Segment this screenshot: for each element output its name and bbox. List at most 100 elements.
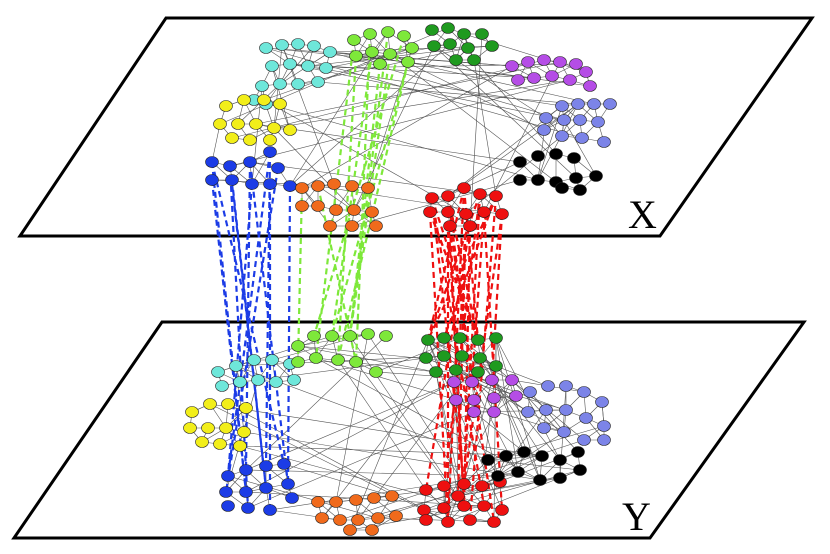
layer-y-dense-edge (495, 337, 541, 481)
layer-y-node-darkgreen (471, 334, 485, 346)
layer-y-node-blue (239, 464, 253, 476)
layer-x-node-blue (225, 174, 239, 186)
layer-x-node-cyan (301, 60, 315, 72)
layer-x-node-orange (345, 220, 359, 232)
layer-x-edge (317, 81, 579, 105)
layer-y-node-periwinkle (557, 426, 571, 438)
layer-y-node-purple (447, 376, 461, 388)
layer-y-node-darkgreen (429, 366, 443, 378)
layer-y-node-orange (333, 514, 347, 526)
red-inter-layer-link (470, 211, 486, 383)
layer-y-node-cyan (251, 374, 265, 386)
layer-y-node-darkgreen (437, 350, 451, 362)
layer-x-node-purple (527, 72, 541, 84)
layer-y-edge (243, 431, 541, 481)
lime-inter-layer-link (348, 53, 392, 337)
layer-y-node-yellow (219, 422, 233, 434)
layer-x-edge (237, 83, 281, 125)
layer-x-node-cyan (273, 78, 287, 90)
layer-y-node-lime (325, 330, 339, 342)
layer-x-node-blue (205, 156, 219, 168)
red-inter-layer-link (462, 213, 504, 485)
layer-x-edge (301, 65, 513, 189)
layer-x-node-cyan (323, 46, 337, 58)
layer-x-node-yellow (237, 94, 251, 106)
layer-x-node-periwinkle (597, 136, 611, 148)
layer-y-edge (349, 335, 465, 507)
layer-x-edge (229, 79, 571, 167)
layer-y-edge (367, 333, 465, 485)
layer-x-node-lime (365, 46, 379, 58)
layer-y-node-darkgreen (489, 332, 503, 344)
layer-x-node-periwinkle (573, 114, 587, 126)
blue-inter-layer-link (210, 161, 286, 465)
layer-y-node-darkgreen (453, 332, 467, 344)
layer-y-node-red (495, 504, 509, 516)
layer-x-node-lime (363, 28, 377, 40)
layer-x-node-yellow (243, 134, 257, 146)
layer-y-node-periwinkle (541, 380, 555, 392)
layer-y-node-red (477, 500, 491, 512)
layer-x-node-periwinkle (571, 98, 585, 110)
layer-y-edge (349, 339, 429, 531)
layer-y-node-periwinkle (521, 406, 535, 418)
layer-x-node-red (441, 206, 455, 218)
layer-y-node-lime (343, 330, 357, 342)
layer-x-node-darkgreen (475, 28, 489, 40)
layer-x-node-yellow (225, 132, 239, 144)
layer-y-node-yellow (203, 398, 217, 410)
layer-x-node-periwinkle (555, 130, 569, 142)
lime-inter-layer-link (348, 63, 382, 337)
layer-x-node-lime (349, 50, 363, 62)
layer-x-node-yellow (231, 118, 245, 130)
layer-y-edge (297, 345, 437, 373)
layer-y-dense-edge (423, 509, 495, 523)
layer-x-edge (253, 99, 539, 181)
red-inter-layer-link (430, 197, 480, 341)
layer-x-node-yellow (219, 100, 233, 112)
layer-y-node-cyan (211, 366, 225, 378)
blue-inter-layer-link (230, 179, 268, 489)
layer-x-edge (289, 43, 451, 187)
red-inter-layer-link (446, 195, 480, 341)
layer-x-node-cyan (291, 38, 305, 50)
layer-y-node-periwinkle (539, 404, 553, 416)
layer-y-node-periwinkle (537, 422, 551, 434)
red-inter-layer-link (426, 193, 482, 341)
layer-y-node-orange (311, 496, 325, 508)
layer-y-node-black (511, 466, 525, 478)
layer-y-edge (257, 357, 427, 381)
layer-x-edge (389, 53, 557, 183)
layer-y-node-orange (367, 492, 381, 504)
layer-x-node-blue (223, 160, 237, 172)
layer-y-node-darkgreen (471, 366, 485, 378)
layer-x-edge (211, 123, 221, 163)
layer-x-node-darkgreen (425, 24, 439, 36)
layer-y-node-periwinkle (579, 412, 593, 424)
layer-y-edge (297, 345, 497, 367)
layer-x-node-cyan (291, 78, 305, 90)
blue-inter-layer-link (228, 165, 250, 509)
layer-x-edge (273, 79, 571, 129)
layer-x-node-black (555, 182, 569, 194)
layer-y-node-blue (221, 500, 235, 512)
lime-inter-layer-link (314, 39, 356, 359)
layer-y-node-blue (219, 486, 233, 498)
layer-x-node-yellow (257, 94, 271, 106)
layer-x-node-darkgreen (427, 40, 441, 52)
layer-x-node-black (573, 184, 587, 196)
layer-y-node-red (457, 478, 471, 490)
layer-y-node-yellow (221, 398, 235, 410)
layer-y-node-red (417, 504, 431, 516)
layer-y-node-purple (465, 376, 479, 388)
layer-x-node-orange (347, 204, 361, 216)
layer-y-node-darkgreen (455, 350, 469, 362)
layer-y-edge (321, 371, 437, 519)
blue-inter-layer-link (226, 151, 272, 477)
layer-y-node-periwinkle (559, 380, 573, 392)
layer-y-node-cyan (215, 380, 229, 392)
layer-y-edge (375, 337, 461, 373)
blue-inter-layer-link (248, 161, 290, 485)
layer-y-node-blue (221, 470, 235, 482)
layer-y-node-periwinkle (559, 404, 573, 416)
